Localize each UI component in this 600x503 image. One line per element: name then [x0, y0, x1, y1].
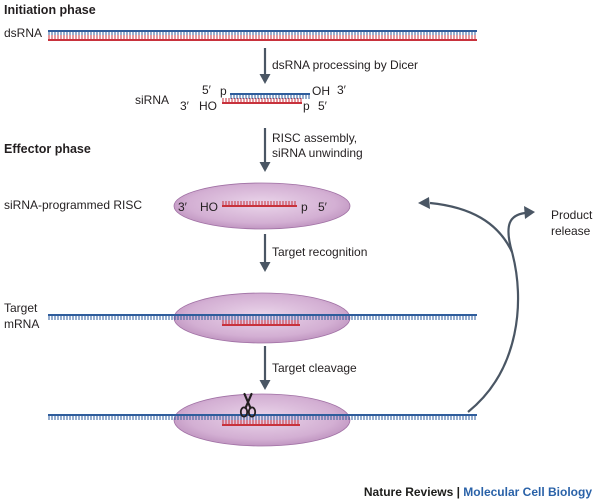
risc-guide-strand [222, 201, 297, 207]
product-release-label-line1: Product [551, 208, 593, 222]
journal-footer: Nature Reviews | Molecular Cell Biology [364, 485, 592, 499]
dicer-step-label: dsRNA processing by Dicer [272, 58, 418, 72]
sirna-ho-bottom: HO [199, 99, 217, 113]
sirna-programmed-risc-label: siRNA-programmed RISC [4, 198, 142, 212]
target-label-line2: mRNA [4, 317, 39, 331]
risc-p: p [301, 200, 308, 214]
sirna-duplex [222, 93, 310, 104]
cleavage-guide-strand [222, 420, 300, 426]
dsrna-label: dsRNA [4, 26, 42, 40]
risc-assembly-arrow [259, 128, 271, 172]
target-recognition-arrow [259, 234, 271, 272]
target-label-line1: Target [4, 301, 38, 315]
cleaved-mrna-strand [48, 414, 477, 420]
sirna-label: siRNA [135, 93, 169, 107]
target-recognition-label: Target recognition [272, 245, 367, 259]
risc-five-prime: 5′ [318, 200, 328, 214]
product-release-curve [467, 211, 526, 413]
initiation-phase-heading: Initiation phase [4, 3, 96, 17]
footer-separator: | [456, 485, 460, 499]
dicer-arrow [259, 48, 271, 84]
sirna-p-top: p [220, 84, 227, 98]
scissors-icon [239, 392, 257, 418]
sirna-five-prime-top: 5′ [202, 83, 212, 97]
sirna-oh-top: OH [312, 84, 330, 98]
effector-phase-heading: Effector phase [4, 142, 91, 156]
journal-subtitle: Molecular Cell Biology [463, 485, 592, 499]
target-cleavage-label: Target cleavage [272, 361, 357, 375]
recycle-curve [429, 201, 513, 253]
dsrna-duplex [48, 30, 477, 41]
product-release-label-line2: release [551, 224, 591, 238]
recycle-arrowhead [418, 197, 430, 209]
sirna-three-prime-bottom: 3′ [180, 99, 190, 113]
risc-ho: HO [200, 200, 218, 214]
risc-three-prime: 3′ [178, 200, 188, 214]
sirna-p-bottom: p [303, 99, 310, 113]
target-cleavage-arrow [259, 346, 271, 390]
target-mrna-strand [48, 314, 477, 320]
journal-name: Nature Reviews [363, 485, 454, 499]
product-release-arrowhead [524, 206, 535, 219]
sirna-three-prime-top: 3′ [337, 83, 347, 97]
risc-assembly-label-line1: RISC assembly, [272, 131, 357, 145]
sirna-five-prime-bottom: 5′ [318, 99, 328, 113]
risc-assembly-label-line2: siRNA unwinding [272, 146, 363, 160]
bound-guide-strand [222, 320, 300, 326]
